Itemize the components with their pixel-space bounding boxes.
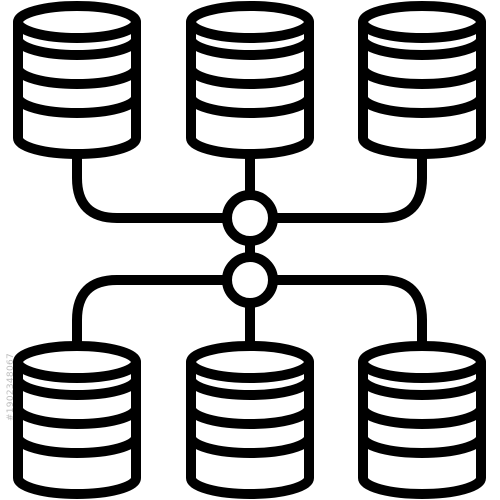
cylinder-band — [358, 63, 486, 89]
database-icon-top-left — [13, 1, 141, 159]
cylinder-band — [13, 374, 141, 400]
cylinder-band — [186, 403, 314, 429]
cylinder-band — [358, 374, 486, 400]
connector-line — [271, 148, 427, 223]
cylinder-band — [186, 374, 314, 400]
cylinder-band — [186, 432, 314, 458]
database-icon-top-right — [358, 1, 486, 159]
hub-node-lower — [222, 252, 278, 308]
cylinder-band — [186, 63, 314, 89]
cylinder-top — [186, 341, 314, 383]
cylinder-band — [358, 432, 486, 458]
cylinder-top — [358, 1, 486, 43]
database-icon-bottom-center — [186, 341, 314, 499]
hub-node-upper — [222, 190, 278, 246]
watermark-text: #1902348067 — [6, 352, 16, 422]
cylinder-band — [186, 92, 314, 118]
cylinder-band — [358, 34, 486, 60]
cylinder-band — [13, 432, 141, 458]
cylinder-band — [358, 92, 486, 118]
database-icon-bottom-left — [13, 341, 141, 499]
cylinder-top — [13, 1, 141, 43]
cylinder-band — [13, 63, 141, 89]
cylinder-band — [13, 34, 141, 60]
database-icon-bottom-right — [358, 341, 486, 499]
connector-line — [72, 148, 229, 223]
database-icon-top-center — [186, 1, 314, 159]
cylinder-band — [358, 403, 486, 429]
connector-lines — [72, 148, 427, 350]
connector-line — [271, 275, 427, 350]
cylinder-band — [186, 34, 314, 60]
connector-line — [72, 275, 229, 350]
cylinder-top — [358, 341, 486, 383]
cylinder-band — [13, 92, 141, 118]
hub-nodes — [222, 190, 278, 308]
cylinder-top — [13, 341, 141, 383]
cylinder-band — [13, 403, 141, 429]
cylinder-top — [186, 1, 314, 43]
